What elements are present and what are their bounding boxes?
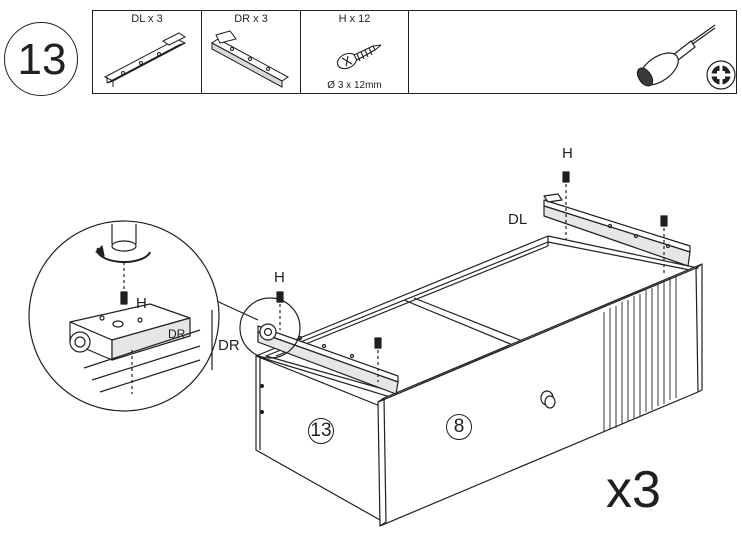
step-number: 13 — [17, 35, 67, 84]
drawer-front — [377, 263, 703, 527]
screw-dr — [276, 291, 382, 349]
screw-icon — [336, 44, 382, 70]
parts-cell-h: H x 12 Ø 3 x 12mm — [301, 11, 409, 93]
label-h-zoom: H — [136, 295, 147, 312]
screw-dl — [562, 171, 668, 227]
part-label-dl: DL x 3 — [131, 13, 163, 25]
quantity-multiplier: x3 — [606, 461, 661, 519]
part-label-h: H x 12 — [338, 13, 371, 25]
screw-spec: Ø 3 x 12mm — [327, 80, 382, 91]
part-number-13: 13 — [308, 418, 334, 444]
slide-rail-right-icon — [211, 30, 289, 88]
slide-rail-left-icon — [103, 32, 187, 87]
part-number-8: 8 — [446, 414, 472, 440]
phillips-screwdriver-icon — [636, 24, 736, 90]
label-dr-main: DR — [218, 337, 240, 354]
parts-cell-dl: DL x 3 — [93, 11, 202, 93]
parts-table: DL x 3 DR x 3 H x 12 — [92, 10, 737, 94]
detail-zoom-circle — [28, 220, 220, 412]
label-h-left: H — [274, 269, 285, 286]
part-label-dr: DR x 3 — [234, 13, 268, 25]
label-h-top: H — [562, 145, 573, 162]
label-dl: DL — [508, 211, 528, 228]
step-number-badge: 13 — [4, 22, 78, 96]
parts-cell-dr: DR x 3 — [202, 11, 301, 93]
label-dr-zoom: DR — [168, 327, 186, 341]
rail-dl — [543, 184, 691, 276]
